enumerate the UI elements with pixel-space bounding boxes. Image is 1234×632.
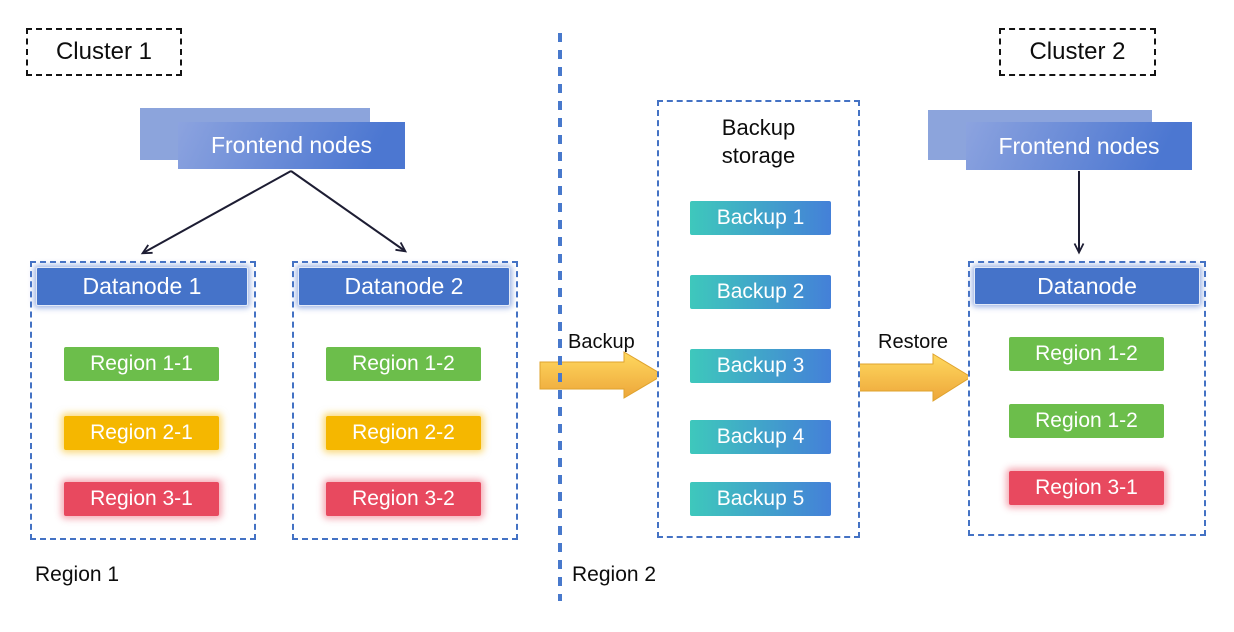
region-box: Region 2-2 bbox=[326, 416, 481, 450]
cluster1-frontend-nodes: Frontend nodes bbox=[178, 122, 405, 169]
datanode1-header: Datanode 1 bbox=[36, 267, 248, 306]
region-box: Region 1-2 bbox=[1009, 404, 1164, 438]
region-box: Region 1-2 bbox=[1009, 337, 1164, 371]
backup-item: Backup 5 bbox=[690, 482, 831, 516]
datanode1-container: Datanode 1 Region 1-1 Region 2-1 Region … bbox=[30, 261, 256, 540]
backup-item-label: Backup 4 bbox=[716, 425, 805, 448]
cluster2-frontend-label: Frontend nodes bbox=[998, 132, 1160, 159]
datanode1-title: Datanode 1 bbox=[82, 273, 202, 299]
region-box: Region 3-2 bbox=[326, 482, 481, 516]
backup-storage-title: Backup storage bbox=[721, 115, 796, 168]
frontend1-to-datanode1-arrow bbox=[140, 170, 292, 255]
cluster2-frontend-nodes: Frontend nodes bbox=[966, 122, 1192, 170]
region-label: Region 2-2 bbox=[352, 421, 455, 444]
backup-item-label: Backup 3 bbox=[716, 354, 805, 377]
frontend1-to-datanode2-arrow bbox=[290, 170, 408, 253]
backup-item: Backup 4 bbox=[690, 420, 831, 454]
backup-item: Backup 1 bbox=[690, 201, 831, 235]
backup-item-label: Backup 2 bbox=[716, 280, 805, 303]
region-box: Region 3-1 bbox=[1009, 471, 1164, 505]
region-label: Region 3-1 bbox=[1035, 476, 1138, 499]
backup-item: Backup 2 bbox=[690, 275, 831, 309]
backup-item: Backup 3 bbox=[690, 349, 831, 383]
cluster1-frontend-label: Frontend nodes bbox=[210, 132, 373, 158]
region-label: Region 2-1 bbox=[90, 421, 193, 444]
datanode2-header: Datanode 2 bbox=[298, 267, 510, 306]
cluster2-datanode-container: Datanode Region 1-2 Region 1-2 Region 3-… bbox=[968, 261, 1206, 536]
restore-flow-label: Restore bbox=[878, 331, 949, 353]
cluster1-label: Cluster 1 bbox=[55, 38, 153, 65]
region-label: Region 3-2 bbox=[352, 487, 455, 510]
region-box: Region 1-2 bbox=[326, 347, 481, 381]
cluster1-label-box: Cluster 1 bbox=[26, 28, 182, 76]
region-box: Region 3-1 bbox=[64, 482, 219, 516]
region-separator-line bbox=[558, 33, 562, 601]
region-box: Region 2-1 bbox=[64, 416, 219, 450]
region1-caption: Region 1 bbox=[35, 563, 120, 586]
datanode2-container: Datanode 2 Region 1-2 Region 2-2 Region … bbox=[292, 261, 518, 540]
datanode2-title: Datanode 2 bbox=[344, 273, 464, 299]
region2-caption: Region 2 bbox=[572, 563, 657, 586]
backup-item-label: Backup 5 bbox=[716, 487, 805, 510]
backup-storage-container: Backup storage Backup 1 Backup 2 Backup … bbox=[657, 100, 860, 538]
cluster2-datanode-header: Datanode bbox=[974, 267, 1200, 305]
backup-item-label: Backup 1 bbox=[716, 206, 805, 229]
region-box: Region 1-1 bbox=[64, 347, 219, 381]
cluster2-label: Cluster 2 bbox=[1029, 38, 1126, 65]
region-label: Region 1-2 bbox=[1035, 342, 1138, 365]
cluster2-datanode-title: Datanode bbox=[1037, 272, 1137, 299]
restore-flow-arrow bbox=[852, 353, 972, 402]
backup-flow-label: Backup bbox=[568, 331, 635, 353]
cluster2-label-box: Cluster 2 bbox=[999, 28, 1156, 76]
region-label: Region 1-1 bbox=[90, 352, 193, 375]
region-label: Region 1-2 bbox=[352, 352, 455, 375]
region-label: Region 3-1 bbox=[90, 487, 193, 510]
region-label: Region 1-2 bbox=[1035, 409, 1138, 432]
